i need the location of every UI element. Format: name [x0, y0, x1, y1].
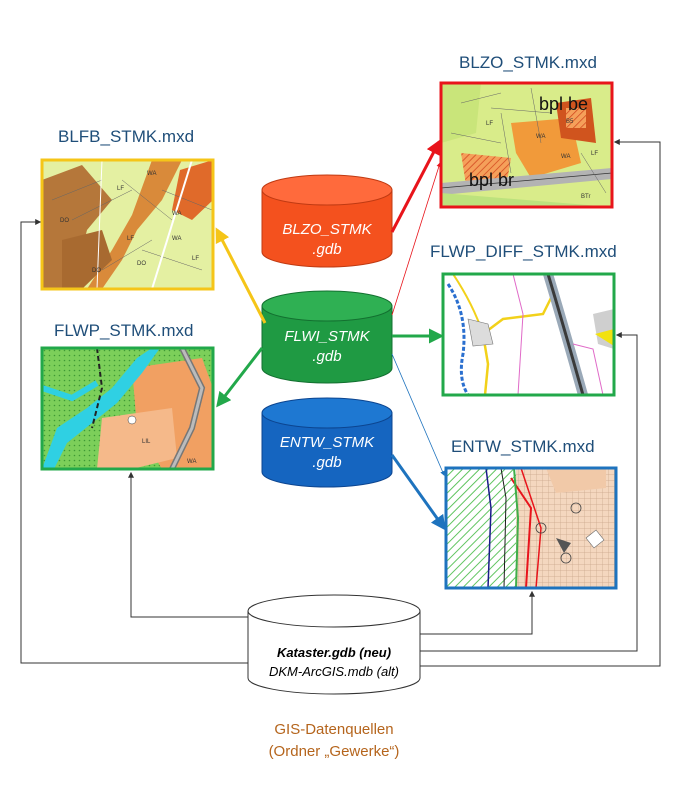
svg-text:WA: WA: [187, 459, 196, 465]
arrow-flwi-to-blzo-map-thin: [391, 162, 442, 316]
svg-text:LF: LF: [591, 151, 598, 157]
svg-text:DO: DO: [137, 261, 146, 267]
svg-text:WA: WA: [147, 171, 156, 177]
svg-text:DO: DO: [60, 218, 69, 224]
line-source-to-blfb: [20, 219, 248, 664]
blzo-map-thumbnail: bpl be bpl br LF WA WA LF B5 BTr: [439, 81, 614, 209]
flwp-map-thumbnail: WA LIL: [40, 346, 215, 471]
blzo-map-text-br: bpl br: [469, 170, 514, 190]
flwp-diff-title: FLWP_DIFF_STMK.mxd: [430, 242, 617, 261]
svg-text:LF: LF: [117, 186, 124, 192]
line-source-to-entw: [420, 590, 535, 635]
entw-gdb-cylinder: ENTW_STMK .gdb: [261, 397, 393, 488]
svg-text:LF: LF: [486, 121, 493, 127]
blfb-title: BLFB_STMK.mxd: [58, 127, 194, 146]
kataster-label: Kataster.gdb (neu): [277, 645, 391, 660]
blzo-gdb-cylinder: BLZO_STMK .gdb: [261, 174, 393, 268]
flwp-title: FLWP_STMK.mxd: [54, 321, 193, 340]
dkm-label: DKM-ArcGIS.mdb (alt): [269, 664, 399, 679]
svg-text:WA: WA: [561, 154, 570, 160]
line-source-to-blzo: [420, 139, 661, 667]
flwi-gdb-label-2: .gdb: [312, 348, 341, 365]
line-source-to-flwp-diff: [420, 332, 638, 652]
line-source-to-flwp: [128, 471, 248, 618]
svg-text:WA: WA: [172, 236, 181, 242]
flwi-gdb-cylinder: FLWI_STMK .gdb: [261, 290, 393, 384]
kataster-source-cylinder: Kataster.gdb (neu) DKM-ArcGIS.mdb (alt): [247, 594, 421, 695]
flwi-gdb-label-1: FLWI_STMK: [284, 328, 370, 345]
arrow-blzo-to-blzo-map: [390, 139, 441, 233]
svg-text:DO: DO: [92, 268, 101, 274]
blzo-gdb-label-1: BLZO_STMK: [282, 221, 372, 238]
blzo-title: BLZO_STMK.mxd: [459, 53, 597, 72]
svg-text:WA: WA: [536, 134, 545, 140]
svg-text:LF: LF: [192, 256, 199, 262]
svg-text:BTr: BTr: [581, 194, 590, 200]
blzo-gdb-label-2: .gdb: [312, 241, 341, 258]
arrow-entw-to-entw-map: [390, 454, 446, 531]
caption-line-1: GIS-Datenquellen: [274, 721, 393, 738]
blfb-map-thumbnail: LF WA WA DO DO LF WA DO LF: [40, 158, 215, 291]
blzo-map-text-be: bpl be: [539, 94, 588, 114]
caption-line-2: (Ordner „Gewerke“): [269, 743, 400, 760]
entw-gdb-label-1: ENTW_STMK: [280, 434, 375, 451]
arrow-flwi-to-entw-thin: [391, 353, 445, 476]
entw-title: ENTW_STMK.mxd: [451, 437, 595, 456]
arrow-flwi-to-blfb: [215, 227, 267, 324]
entw-gdb-label-2: .gdb: [312, 454, 341, 471]
arrow-flwi-to-flwp: [216, 347, 264, 408]
svg-text:B5: B5: [566, 119, 574, 125]
svg-text:LF: LF: [127, 236, 134, 242]
svg-text:WA: WA: [172, 211, 181, 217]
svg-text:LIL: LIL: [142, 439, 151, 445]
entw-map-thumbnail: [444, 466, 618, 590]
flwp-diff-map-thumbnail: [441, 272, 616, 397]
